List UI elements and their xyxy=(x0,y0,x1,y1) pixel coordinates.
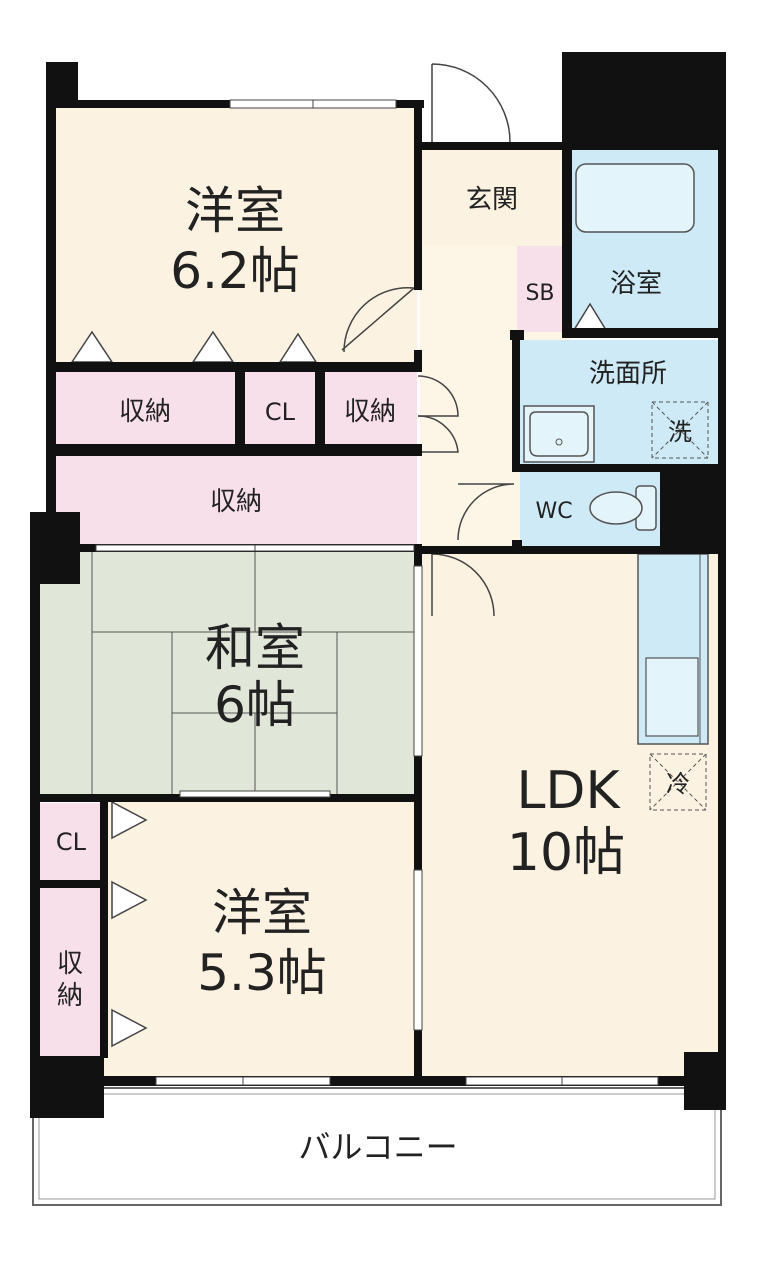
western-room-1-name: 洋室 xyxy=(185,182,285,240)
western-room-2-name: 洋室 xyxy=(212,884,312,942)
storage-left-vertical-char-2: 納 xyxy=(57,981,83,1011)
toilet-bowl xyxy=(589,491,643,525)
storage-top-left-floor xyxy=(55,372,235,444)
washroom-label: 洗面所 xyxy=(589,359,667,389)
storage-wide-floor xyxy=(55,456,417,544)
storage-top-right-floor xyxy=(325,372,417,444)
japanese-room-name: 和室 xyxy=(205,619,305,677)
storage-left-cl-label: CL xyxy=(56,828,87,856)
fridge-diag-2 xyxy=(649,753,707,811)
washer-diag-2 xyxy=(651,401,709,459)
closet-door-markers-left xyxy=(111,800,148,1048)
storage-left-vertical-char-1: 収 xyxy=(57,949,83,979)
washer-diag-1 xyxy=(651,401,709,459)
ldk-name: LDK xyxy=(516,761,621,821)
entrance-floor xyxy=(422,150,560,246)
shoe-box-floor xyxy=(517,246,562,332)
washbasin-drain xyxy=(555,438,563,446)
western-room-2-floor xyxy=(104,800,417,1080)
western-room-1-floor xyxy=(52,104,417,366)
storage-left-cl-floor xyxy=(40,803,100,880)
western-room-2-size: 5.3帖 xyxy=(197,944,327,1002)
japanese-room-floor xyxy=(40,550,417,796)
storage-top-right-label: 収納 xyxy=(344,397,396,427)
door-swings xyxy=(341,63,515,617)
ldk-size: 10帖 xyxy=(507,823,625,883)
entrance-label: 玄関 xyxy=(466,185,518,215)
japanese-room-size: 6帖 xyxy=(214,676,296,734)
bathtub xyxy=(575,163,695,233)
storage-top-cl-label: CL xyxy=(265,398,296,426)
balcony-area xyxy=(32,1087,722,1206)
washer-label: 洗 xyxy=(668,418,692,446)
washbasin-bowl xyxy=(529,411,589,457)
storage-left-vertical-floor xyxy=(40,888,100,1060)
kitchen-sink xyxy=(645,657,699,737)
shoe-box-label: SB xyxy=(525,281,554,306)
washer-space xyxy=(651,401,709,459)
storage-top-cl-floor xyxy=(245,372,315,444)
toilet-label: WC xyxy=(535,499,572,524)
balcony-label: バルコニー xyxy=(298,1128,457,1166)
western-room-1-size: 6.2帖 xyxy=(170,242,300,300)
tatami-lines xyxy=(91,552,415,794)
balcony-rail xyxy=(38,1093,716,1200)
storage-top-left-label: 収納 xyxy=(119,397,171,427)
fridge-diag-1 xyxy=(649,753,707,811)
fridge-space xyxy=(649,753,707,811)
room-labels: 洋室 6.2帖 玄関 SB 浴室 洗面所 洗 WC 収納 CL 収納 収納 和室… xyxy=(56,182,692,1166)
window-mullions xyxy=(242,100,563,1085)
fridge-label: 冷 xyxy=(666,770,690,798)
storage-wide-label: 収納 xyxy=(210,487,262,517)
bath-label: 浴室 xyxy=(610,269,662,299)
washbasin xyxy=(523,405,595,463)
